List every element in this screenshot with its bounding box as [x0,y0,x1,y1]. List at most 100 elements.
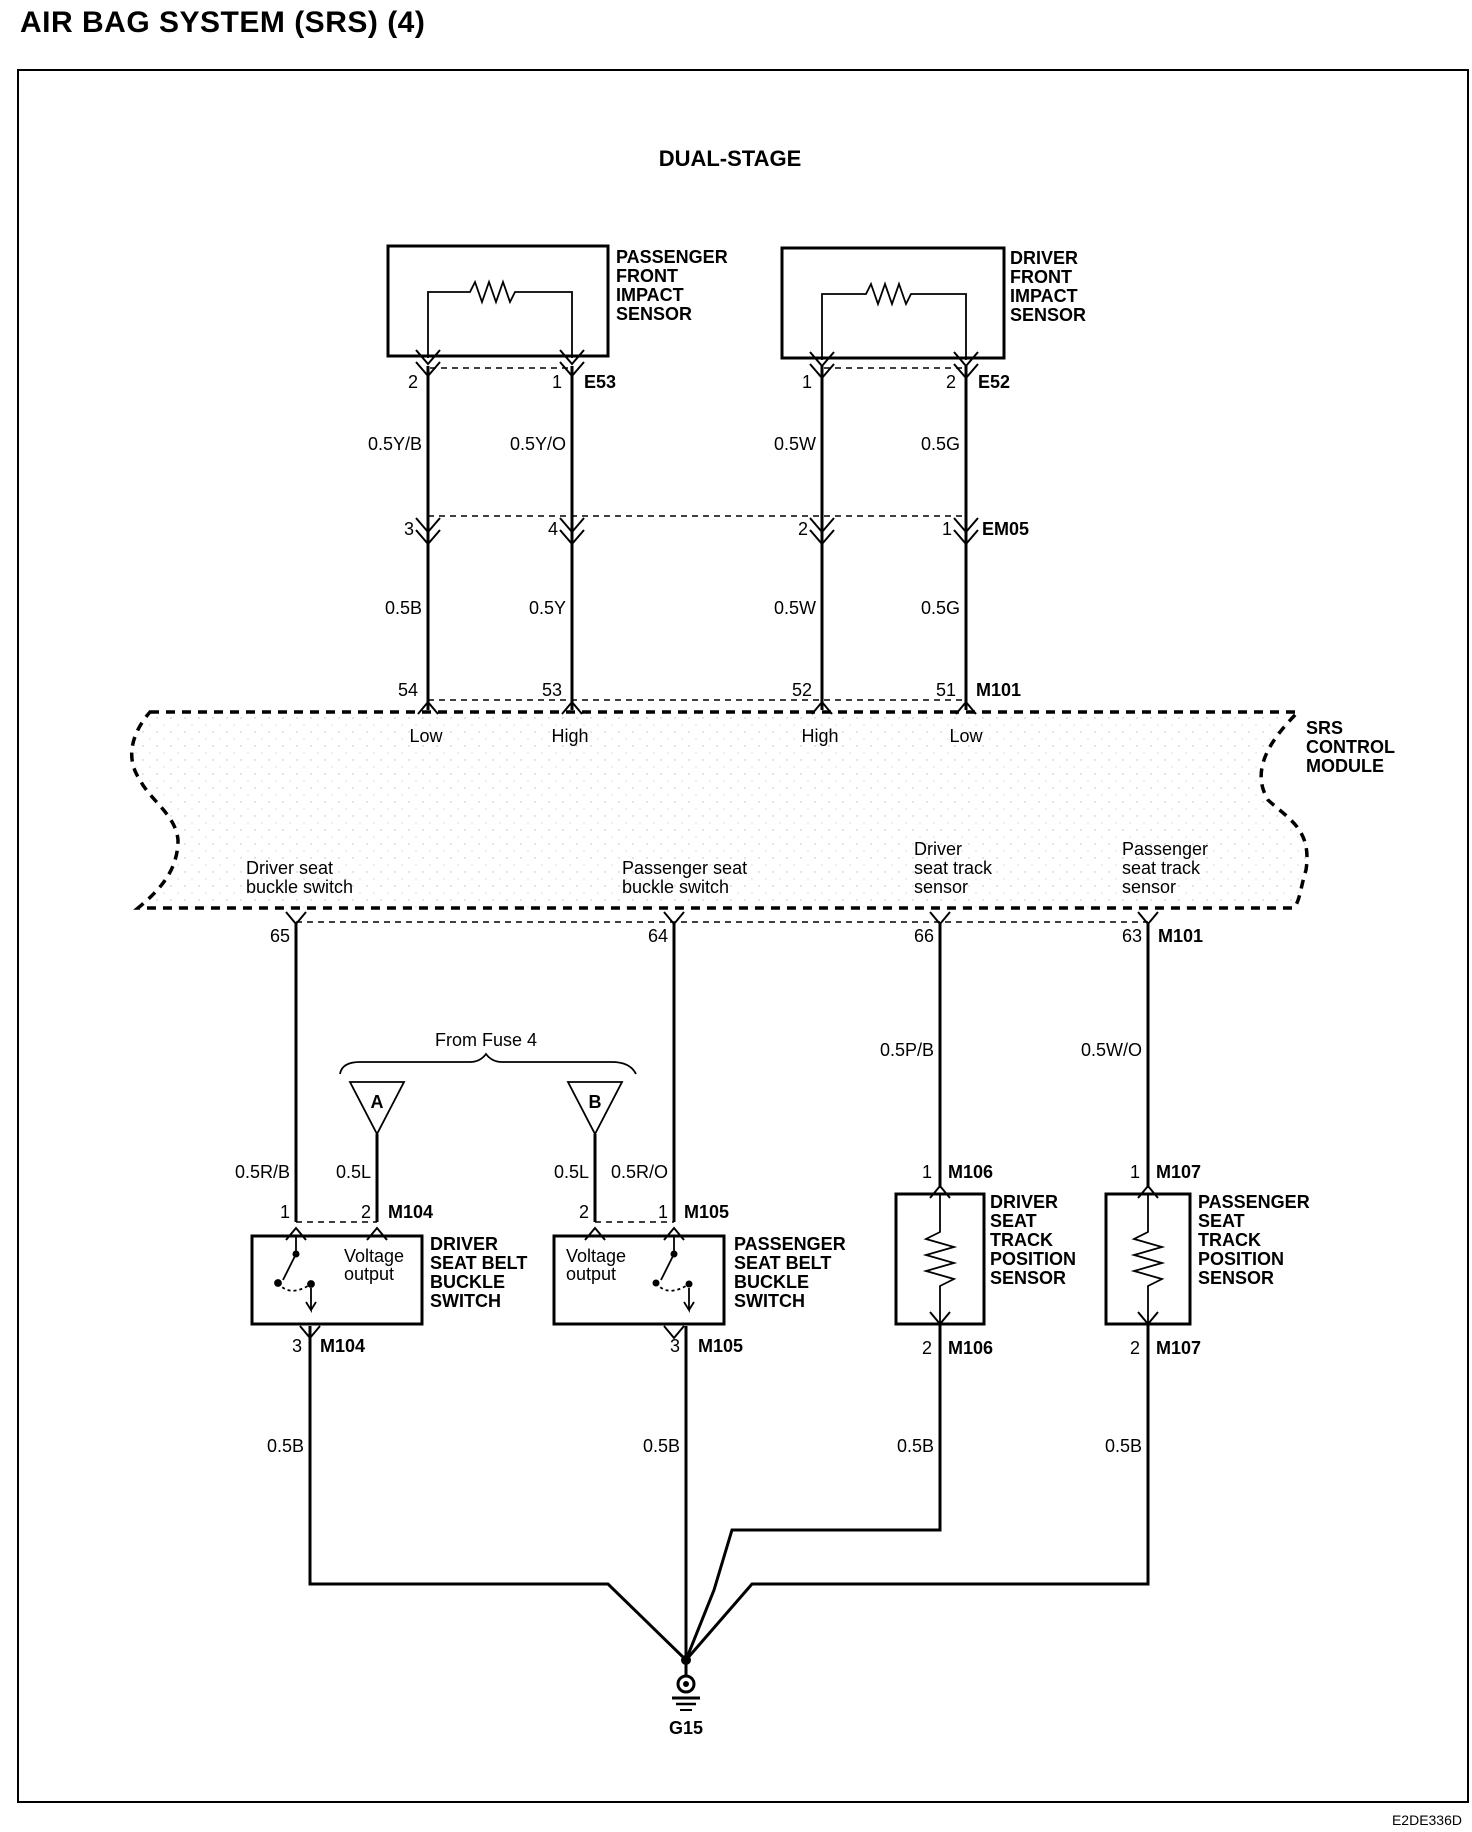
pin-number: 4 [548,519,558,539]
component-label: SENSOR [1198,1268,1274,1288]
diagram-frame [17,69,1469,1803]
wire-color-label: 0.5B [267,1436,304,1456]
connector-label: M105 [684,1202,729,1222]
component-label: TRACK [990,1230,1053,1250]
svg-text:B: B [589,1092,602,1112]
connector-label: EM05 [982,519,1029,539]
resistor-icon [821,281,967,360]
component-label: IMPACT [1010,286,1078,306]
component-label: SWITCH [430,1291,501,1311]
pin-number: 1 [552,372,562,392]
connector-label: M107 [1156,1162,1201,1182]
ground-label: G15 [669,1718,703,1738]
connector-label: M105 [698,1336,743,1356]
terminal-label: High [801,726,838,746]
terminal-label: Low [949,726,983,746]
terminal-label: Passenger seat [622,858,747,878]
voltage-output-label: Voltage [566,1246,626,1266]
component-label: MODULE [1306,756,1384,776]
pin-number: 1 [1130,1162,1140,1182]
pin-number: 1 [658,1202,668,1222]
connector-label: E52 [978,372,1010,392]
wire-color-label: 0.5Y [529,598,566,618]
pin-number: 1 [280,1202,290,1222]
pin-number: 2 [922,1338,932,1358]
pin-number: 1 [942,519,952,539]
pin-number: 51 [936,680,956,700]
pin-number: 52 [792,680,812,700]
pin-number: 64 [648,926,668,946]
component-label: CONTROL [1306,737,1395,757]
fuse-b-icon: B [566,1081,624,1136]
component-label: SEAT [1198,1211,1245,1231]
connector-label: M101 [1158,926,1203,946]
wire-color-label: 0.5B [897,1436,934,1456]
terminal-label: buckle switch [246,877,353,897]
connector-label: M104 [388,1202,433,1222]
page-title: AIR BAG SYSTEM (SRS) (4) [20,6,426,39]
brace-icon [339,1052,637,1075]
wire-color-label: 0.5B [1105,1436,1142,1456]
component-label: FRONT [616,266,678,286]
pin-number: 2 [798,519,808,539]
voltage-output-label: Voltage [344,1246,404,1266]
component-label: FRONT [1010,267,1072,287]
wire-color-label: 0.5R/O [611,1162,668,1182]
terminal-label: sensor [1122,877,1176,897]
fuse-a-icon: A [348,1081,406,1136]
connector-label: M104 [320,1336,365,1356]
terminal-label: sensor [914,877,968,897]
resistor-icon [1130,1194,1166,1324]
component-label: SWITCH [734,1291,805,1311]
passenger-front-impact-sensor: PASSENGER FRONT IMPACT SENSOR [386,244,728,378]
pin-number: 66 [914,926,934,946]
pin-number: 54 [398,680,418,700]
wire-color-label: 0.5Y/B [368,434,422,454]
switch-icon [274,1236,315,1288]
wire-color-label: 0.5R/B [235,1162,290,1182]
component-label: DRIVER [990,1192,1058,1212]
component-label: SENSOR [990,1268,1066,1288]
wire-color-label: 0.5G [921,598,960,618]
component-label: DRIVER [1010,248,1078,268]
resistor-icon [427,279,573,358]
wire-color-label: 0.5W/O [1081,1040,1142,1060]
pin-number: 2 [408,372,418,392]
connector-label: M107 [1156,1338,1201,1358]
passenger-seat-belt-buckle-switch: Voltage output PASSENGER SEAT BELT BUCKL… [552,1226,846,1326]
pin-number: 2 [946,372,956,392]
component-label: PASSENGER [734,1234,846,1254]
pin-number: 3 [292,1336,302,1356]
component-label: SEAT BELT [734,1253,831,1273]
wire-color-label: 0.5B [643,1436,680,1456]
diagram-subtitle: DUAL-STAGE [659,146,802,171]
component-label: SENSOR [616,304,692,324]
wire-color-label: 0.5L [336,1162,371,1182]
wire-color-label: 0.5L [554,1162,589,1182]
wire-color-label: 0.5Y/O [510,434,566,454]
component-label: BUCKLE [734,1272,809,1292]
component-label: POSITION [990,1249,1076,1269]
terminal-label: High [551,726,588,746]
wire-color-label: 0.5W [774,434,816,454]
connector-em05 [415,517,979,546]
component-label: SRS [1306,718,1343,738]
driver-front-impact-sensor: DRIVER FRONT IMPACT SENSOR [780,246,1086,380]
pin-number: 2 [579,1202,589,1222]
connector-label: M106 [948,1162,993,1182]
svg-text:A: A [371,1092,384,1112]
terminal-label: Low [409,726,443,746]
pin-number: 3 [670,1336,680,1356]
terminal-label: Passenger [1122,839,1208,859]
pin-number: 2 [1130,1338,1140,1358]
component-label: PASSENGER [616,247,728,267]
component-label: TRACK [1198,1230,1261,1250]
passenger-seat-track-position-sensor: PASSENGER SEAT TRACK POSITION SENSOR [1104,1184,1310,1326]
wire-color-label: 0.5G [921,434,960,454]
terminal-label: buckle switch [622,877,729,897]
component-label: IMPACT [616,285,684,305]
pin-number: 1 [922,1162,932,1182]
component-label: SEAT BELT [430,1253,527,1273]
terminal-label: seat track [914,858,993,878]
terminal-label: Driver [914,839,962,859]
